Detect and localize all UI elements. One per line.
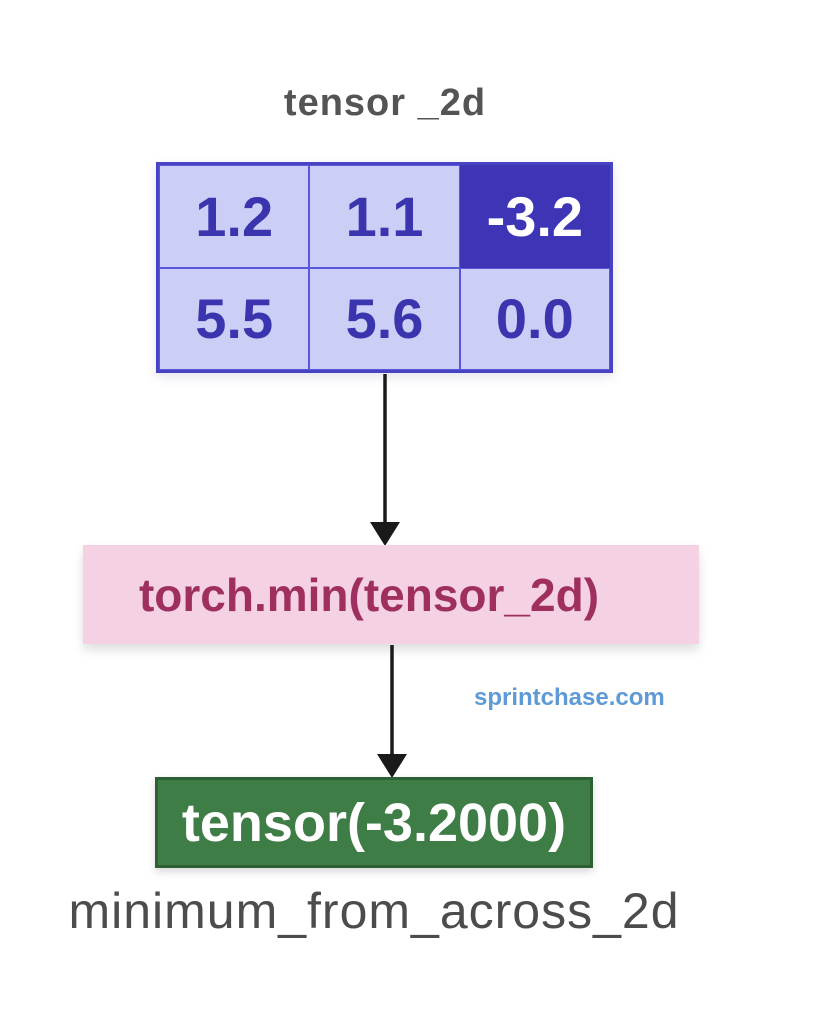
operation-code-label: torch.min(tensor_2d)	[138, 568, 600, 621]
tensor-cell-r1c0: 5.5	[159, 267, 310, 370]
watermark-text: sprintchase.com	[474, 684, 665, 711]
tensor-cell-r1c2: 0.0	[459, 267, 610, 370]
down-arrow-icon	[377, 645, 407, 778]
input-tensor-title: tensor _2d	[283, 82, 487, 124]
result-box: tensor(-3.2000)	[155, 777, 593, 868]
result-value-text: tensor(-3.2000)	[181, 792, 567, 853]
down-arrow-icon	[370, 374, 400, 546]
operation-box: torch.min(tensor_2d)	[83, 545, 699, 644]
tensor-cell-r1c1: 5.6	[309, 267, 460, 370]
tensor-grid: 1.2 1.1 -3.2 5.5 5.6 0.0	[156, 162, 613, 373]
tensor-cell-minimum-highlight: -3.2	[459, 165, 610, 268]
result-variable-label: minimum_from_across_2d	[68, 883, 680, 939]
tensor-cell-r0c0: 1.2	[159, 165, 310, 268]
tensor-cell-r0c1: 1.1	[309, 165, 460, 268]
